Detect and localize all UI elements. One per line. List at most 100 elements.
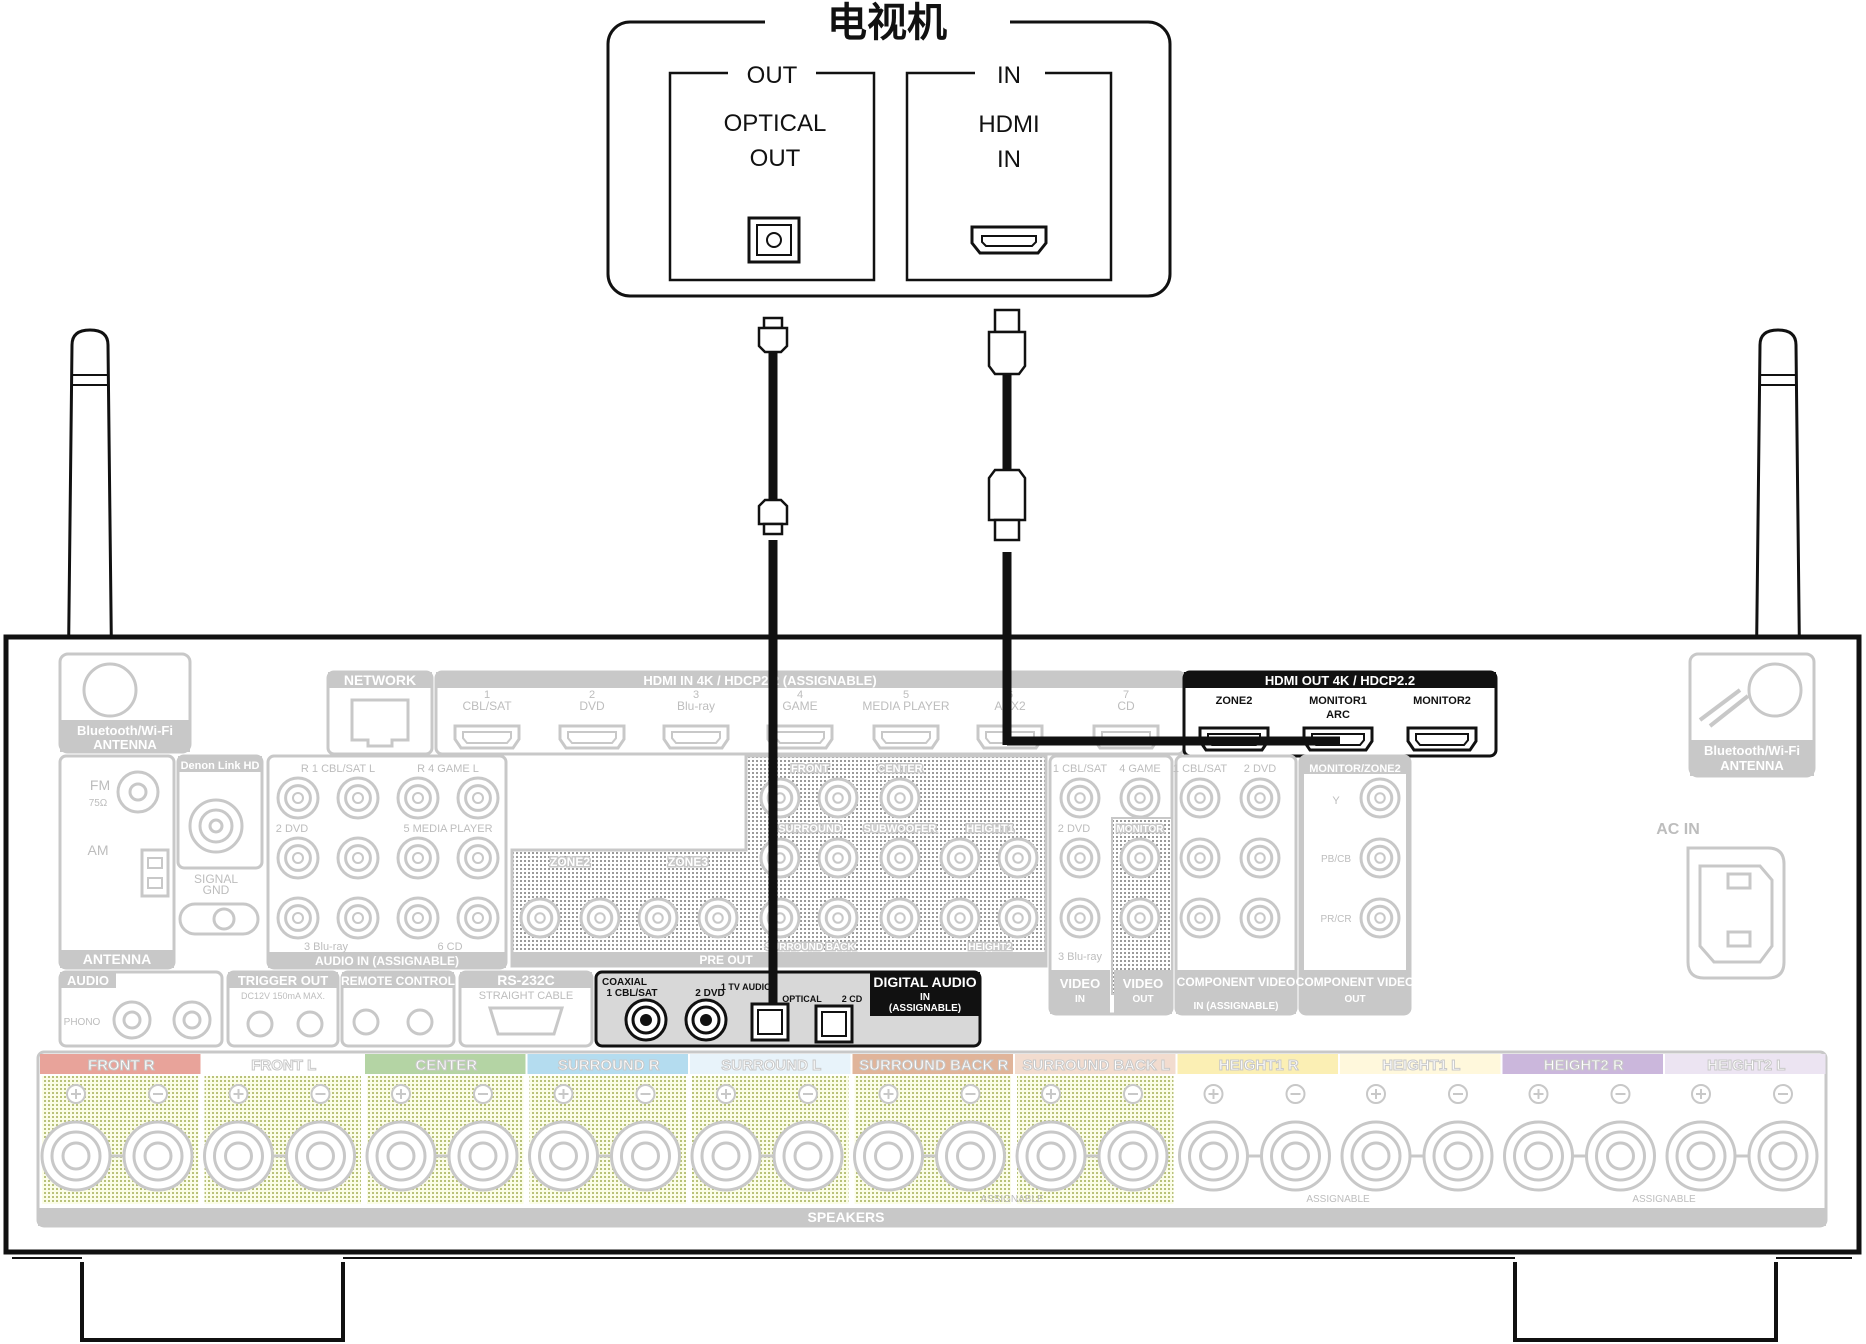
- pre-out-surround-back-label: SURROUND BACK: [765, 942, 855, 953]
- speaker-channel-label: HEIGHT2 R: [1544, 1057, 1624, 1074]
- audio-in-block: AUDIO IN (ASSIGNABLE) R 1 CBL/SAT L R 4 …: [266, 754, 508, 970]
- speaker-channel-label: HEIGHT2 L: [1707, 1057, 1785, 1074]
- hdmi-out-port-3: [1406, 726, 1478, 752]
- ac-in-block: AC IN: [1656, 821, 1786, 980]
- zone-jack-0: [519, 897, 561, 939]
- audio-in-jack-0-0: [276, 776, 320, 820]
- digital-audio-in: IN: [920, 992, 930, 1003]
- hdmi-in-port-4: [766, 724, 834, 750]
- speaker-channel-label: SURROUND R: [558, 1057, 660, 1074]
- component-jack-3: [1239, 837, 1281, 879]
- video-jack-1: [1119, 777, 1161, 819]
- hdmi-in-label: GAME: [782, 699, 817, 713]
- pre-out-front-label: FRONT: [791, 763, 829, 775]
- speaker-channel-7: SURROUND BACK L: [1015, 1054, 1176, 1204]
- svg-text:ANTENNA: ANTENNA: [1720, 758, 1784, 773]
- speaker-terminal: [365, 1084, 437, 1192]
- pre-out-surround-label: SURROUND: [778, 823, 842, 835]
- cd-label: 2 CD: [842, 994, 863, 1004]
- video-jack-4: [1059, 897, 1101, 939]
- pre-out-subwoofer-label: SUBWOOFER: [864, 823, 937, 835]
- speaker-terminal: [203, 1084, 274, 1192]
- svg-text:Bluetooth/Wi-Fi: Bluetooth/Wi-Fi: [1704, 743, 1800, 758]
- component-monitor-label: MONITOR/ZONE2: [1309, 763, 1400, 775]
- svg-text:COMPONENT VIDEO: COMPONENT VIDEO: [1177, 975, 1296, 989]
- trigger-spec: DC12V 150mA MAX.: [241, 991, 325, 1001]
- component-jack-1: [1239, 777, 1281, 819]
- audio-in-5-label: 5 MEDIA PLAYER: [403, 823, 492, 835]
- pre-out-jack-4: [817, 837, 859, 879]
- pre-out-height1-label: HEIGHT1: [966, 823, 1014, 835]
- denon-link-block: Denon Link HD SIGNAL GND: [176, 754, 264, 936]
- zone-jack-2: [637, 897, 679, 939]
- tv-in-label: IN: [997, 62, 1021, 89]
- speaker-terminal: [1015, 1084, 1087, 1192]
- pre-out-jack-12: [997, 897, 1039, 939]
- audio-in-jack-2-1: [336, 896, 380, 940]
- remote-label: REMOTE CONTROL: [341, 974, 455, 988]
- hdmi-in-label: DVD: [579, 699, 605, 713]
- optical-tv-audio-jack[interactable]: [750, 1002, 790, 1042]
- am-label: AM: [88, 842, 109, 858]
- hdmi-in-number: 2: [589, 689, 595, 701]
- hdmi-in-port-3: [662, 724, 730, 750]
- remote-block: REMOTE CONTROL: [340, 970, 456, 1048]
- hdmi-plug-top-icon: [987, 308, 1027, 376]
- pre-out-label: PRE OUT: [699, 953, 753, 967]
- pre-out-jack-5: [879, 837, 921, 879]
- speaker-channel-label: SURROUND BACK R: [859, 1057, 1008, 1074]
- foot-left: [80, 1262, 345, 1342]
- tv-hdmi-label-1: HDMI: [978, 111, 1039, 138]
- optical-cable: [757, 316, 789, 1005]
- hdmi-plug-bottom-icon: [987, 468, 1027, 542]
- trigger-label: TRIGGER OUT: [238, 973, 328, 988]
- speaker-terminal: [1585, 1084, 1656, 1192]
- audio-in-jack-0-1: [336, 776, 380, 820]
- pre-out-block: PRE OUT ZONE2 ZONE3 FRONT CENTER SURROUN…: [510, 754, 1048, 968]
- assignable-label: ASSIGNABLE: [1632, 1194, 1696, 1205]
- hdmi-in-port-1: [453, 724, 521, 750]
- audio-in-jack-2-0: [276, 896, 320, 940]
- svg-text:IN (ASSIGNABLE): IN (ASSIGNABLE): [1194, 1001, 1279, 1012]
- ac-in-label: AC IN: [1656, 821, 1700, 838]
- hdmi-in-label: CD: [1117, 699, 1135, 713]
- hdmi-out-label: ZONE2: [1216, 695, 1253, 707]
- hdmi-out-label: MONITOR2: [1413, 695, 1471, 707]
- hdmi-out-header: HDMI OUT 4K / HDCP2.2: [1265, 673, 1415, 688]
- hdmi-in-header: HDMI IN 4K / HDCP2.2 (ASSIGNABLE): [643, 673, 876, 688]
- hdmi-in-number: 3: [693, 689, 699, 701]
- svg-text:VIDEO: VIDEO: [1123, 976, 1163, 991]
- component-pb-label: PB/CB: [1321, 854, 1351, 865]
- video-in-4-label: 4 GAME: [1119, 763, 1161, 775]
- speaker-channel-8: HEIGHT1 R: [1177, 1054, 1338, 1204]
- hdmi-cable: [987, 308, 1340, 746]
- audio-in-2-label: 2 DVD: [276, 823, 308, 835]
- speaker-channel-label: SURROUND BACK L: [1023, 1057, 1171, 1074]
- svg-text:PHONO: PHONO: [64, 1017, 101, 1028]
- audio-in-jack-1-1: [336, 836, 380, 880]
- audio-in-3-label: 3 Blu-ray: [304, 941, 349, 953]
- speaker-terminal: [690, 1084, 762, 1192]
- signal-gnd-terminal: [178, 902, 260, 936]
- optical-plug-top-icon: [757, 316, 789, 354]
- svg-text:1 CBL/SAT: 1 CBL/SAT: [1173, 763, 1227, 775]
- zone3-label: ZONE3: [668, 855, 708, 869]
- svg-text:GND: GND: [203, 883, 230, 897]
- digital-audio-block: DIGITAL AUDIO IN (ASSIGNABLE) COAXIAL 1 …: [594, 970, 982, 1048]
- speaker-channel-label: FRONT R: [88, 1057, 155, 1074]
- optical-label: OPTICAL: [782, 994, 822, 1004]
- video-in-2-label: 2 DVD: [1058, 823, 1090, 835]
- pre-out-jack-3: [759, 837, 801, 879]
- tv-optical-label-1: OPTICAL: [724, 110, 827, 137]
- svg-text:COMPONENT VIDEO: COMPONENT VIDEO: [1296, 975, 1415, 989]
- component-jack-5: [1239, 897, 1281, 939]
- fm-ohm-label: 75Ω: [89, 798, 108, 809]
- denon-link-label: Denon Link HD: [181, 760, 260, 772]
- speaker-terminal: [528, 1084, 599, 1192]
- coax1-label: 1 CBL/SAT: [607, 988, 658, 999]
- pre-out-jack-11: [939, 897, 981, 939]
- antenna-left-icon: [66, 328, 114, 702]
